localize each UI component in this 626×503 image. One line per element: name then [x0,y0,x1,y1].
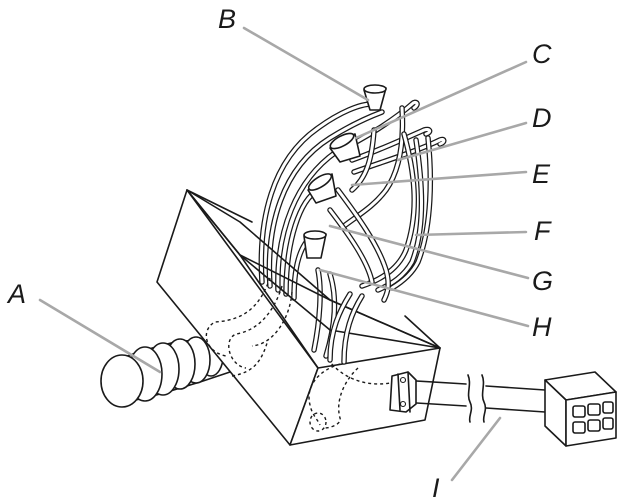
leader-lines [38,26,530,482]
cable-with-strain-relief [389,371,546,423]
label-c: C [532,39,552,69]
wire-fill [328,208,374,284]
junction-box [156,189,441,446]
wire-fill [390,136,432,290]
wire-fill [342,294,364,364]
label-g: G [532,266,553,296]
wire-fill [350,128,432,162]
corrugated-conduit [100,335,231,408]
wire-nut-c [329,132,361,163]
leader-g [328,224,530,280]
leader-b [242,26,370,102]
leader-e [350,170,528,187]
callout-labels: A B C D E F G H I [6,4,553,503]
wire-fill [328,292,352,362]
wire-fill [259,102,374,284]
wire-fill [276,150,338,292]
leader-f [414,230,528,237]
hidden-internal-wires [205,277,396,432]
connector-plug [544,371,617,447]
leader-c [354,60,528,140]
wire-fill [360,132,416,288]
wire-bundle [258,99,447,359]
label-b: B [218,4,236,34]
wire-fill [312,268,322,352]
wire-nut-b [363,84,387,111]
label-f: F [534,216,552,246]
label-i: I [432,473,440,503]
wire-fill [376,138,423,292]
wire-bundle-front [327,291,365,365]
label-d: D [532,103,552,133]
leader-a [38,298,162,374]
leader-h [318,268,530,328]
label-e: E [532,159,551,189]
wire-fill [338,100,419,152]
leader-d [396,121,528,162]
wire-nut-e [307,173,337,204]
leader-i [450,416,502,482]
wire-fill [267,110,384,288]
wire-fill [350,128,376,192]
wire-fill [352,138,446,174]
label-h: H [532,312,552,342]
wire-fill [336,188,390,302]
wire-nut-g [303,230,327,259]
label-a: A [6,279,26,309]
